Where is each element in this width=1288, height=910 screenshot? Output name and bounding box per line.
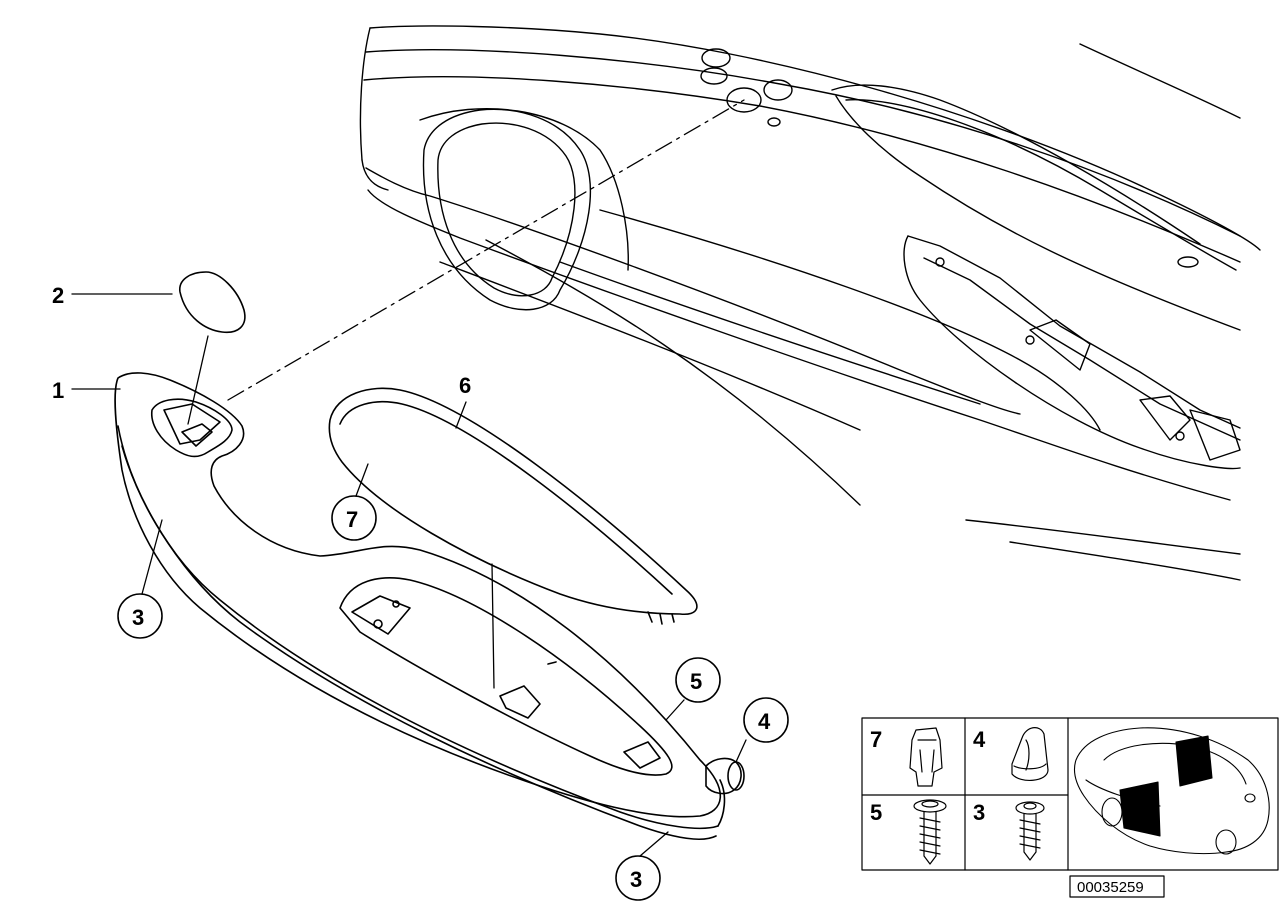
leader-7 xyxy=(355,463,369,497)
part-6-pad xyxy=(328,387,698,625)
legend-label-5: 5 xyxy=(870,800,882,825)
callout-5: 5 xyxy=(690,669,702,694)
leader-3a xyxy=(141,519,163,595)
reference-number-box: 00035259 xyxy=(1069,875,1165,898)
callout-3-b: 3 xyxy=(630,867,642,892)
leader-5 xyxy=(665,699,685,721)
leader-3b xyxy=(639,831,669,857)
reference-number: 00035259 xyxy=(1077,879,1144,896)
circled-callouts: 7 3 5 4 3 xyxy=(117,495,789,901)
part-2-cap xyxy=(179,271,246,334)
leader-2-down xyxy=(187,335,209,425)
callout-2: 2 xyxy=(52,283,64,308)
callout-6: 6 xyxy=(459,373,471,398)
legend-screw-icon-3 xyxy=(1015,801,1045,861)
legend-label-7: 7 xyxy=(870,727,882,752)
leader-lines xyxy=(71,99,747,857)
legend-label-4: 4 xyxy=(973,727,986,752)
dashdot-line-1 xyxy=(227,99,745,401)
legend-screw-icon-5 xyxy=(913,799,947,865)
legend-plug-icon xyxy=(1011,727,1049,781)
callout-1: 1 xyxy=(52,378,64,403)
callout-labels: 2 1 6 xyxy=(52,283,471,403)
door-panel xyxy=(359,25,1261,581)
vehicle-location-icon xyxy=(1073,727,1270,855)
callout-3-a: 3 xyxy=(132,605,144,630)
callout-4: 4 xyxy=(758,709,771,734)
door-pull-bracket xyxy=(903,235,1241,470)
leader-center xyxy=(491,563,495,689)
legend-clip-icon xyxy=(909,727,943,787)
part-1-armrest xyxy=(114,372,726,840)
legend-label-3: 3 xyxy=(973,800,985,825)
callout-7: 7 xyxy=(346,507,358,532)
part-4-plug xyxy=(705,757,745,795)
parts-legend-table: 7 4 5 3 xyxy=(861,717,1279,871)
leader-4 xyxy=(735,739,747,763)
